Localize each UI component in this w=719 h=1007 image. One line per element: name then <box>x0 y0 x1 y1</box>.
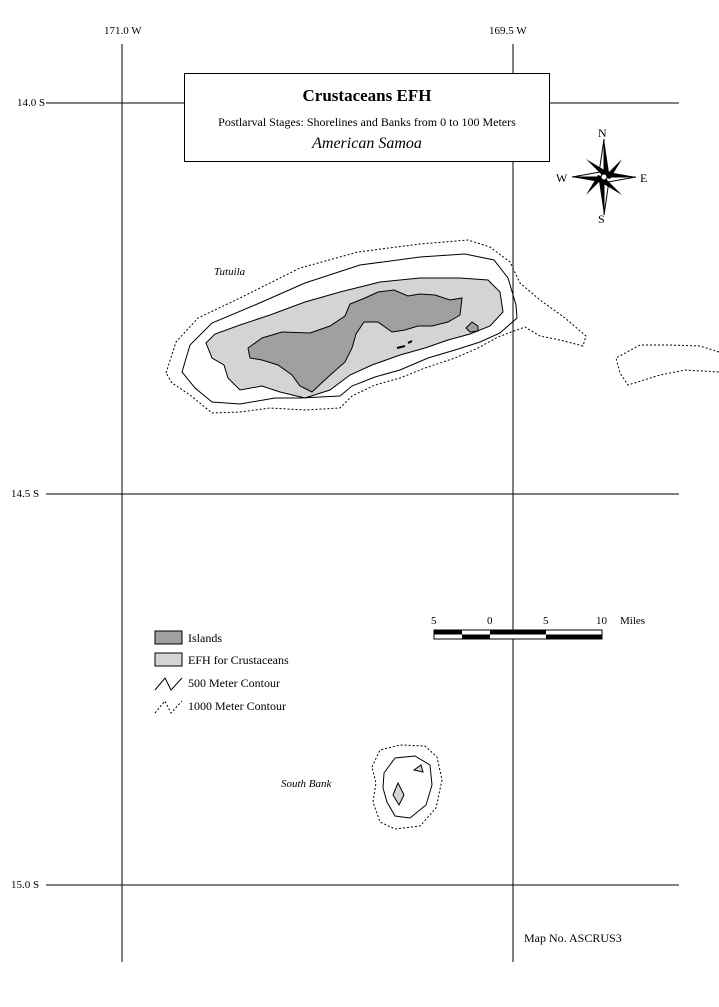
compass-north-point <box>604 139 609 177</box>
latitude-label-14-5: 14.5 S <box>11 488 39 500</box>
compass-rose-icon <box>571 138 637 216</box>
legend-1000m-contour-symbol <box>154 700 183 714</box>
longitude-label-171-0: 171.0 W <box>104 25 142 37</box>
legend-1000m-contour-label: 1000 Meter Contour <box>188 699 286 713</box>
legend-500m-contour-label: 500 Meter Contour <box>188 676 280 690</box>
latitude-label-15-0: 15.0 S <box>11 879 39 891</box>
scale-tick-label: 10 <box>596 615 608 627</box>
south-bank-efh-area-small <box>412 764 424 773</box>
tutuila-1000m-contour <box>165 239 587 414</box>
scale-unit-label: Miles <box>620 615 645 627</box>
scale-bar-segment <box>490 630 546 635</box>
compass-nw-point <box>586 159 606 177</box>
legend-islands-swatch <box>154 630 183 645</box>
map-number: Map No. ASCRUS3 <box>524 931 622 945</box>
compass-w-label: W <box>556 171 568 185</box>
tutuila-island <box>247 289 463 393</box>
compass-s-label: S <box>598 212 605 226</box>
compass-ne-point <box>604 159 622 179</box>
scale-tick-label: 0 <box>487 615 493 627</box>
latitude-label-14-0: 14.0 S <box>17 97 45 109</box>
south-bank-label: South Bank <box>281 778 333 790</box>
compass-n-label: N <box>598 126 607 140</box>
legend-efh-label: EFH for Crustaceans <box>188 653 289 667</box>
south-bank-500m-contour <box>382 755 433 819</box>
map-region: American Samoa <box>312 135 422 152</box>
longitude-label-169-5: 169.5 W <box>489 25 527 37</box>
map-subtitle: Postlarval Stages: Shorelines and Banks … <box>218 115 516 129</box>
compass-e-label: E <box>640 171 647 185</box>
scale-tick-label: 5 <box>543 615 549 627</box>
legend-efh-swatch <box>154 652 183 667</box>
aunuu-islet <box>465 321 479 333</box>
compass-south-point <box>599 177 604 215</box>
tutuila-label: Tutuila <box>214 266 246 278</box>
scale-bar-segment <box>434 630 462 635</box>
compass-sw-point <box>586 175 604 195</box>
islet-mark <box>396 345 406 349</box>
compass-se-point <box>602 177 622 195</box>
legend-500m-contour-symbol <box>154 677 183 691</box>
scale-bar <box>433 629 603 640</box>
compass-center <box>600 173 608 181</box>
south-bank-efh-area <box>392 781 405 807</box>
tutuila-500m-contour <box>181 253 518 405</box>
offshore-1000m-contour <box>615 344 719 386</box>
south-bank-1000m-contour <box>371 744 443 830</box>
legend-islands-label: Islands <box>188 631 222 645</box>
title-box: Crustaceans EFH Postlarval Stages: Shore… <box>184 73 550 162</box>
scale-tick-label: 5 <box>431 615 437 627</box>
islet-mark <box>407 340 413 344</box>
map-title: Crustaceans EFH <box>302 86 432 105</box>
scale-bar-segment <box>546 634 602 639</box>
scale-bar-segment <box>462 634 490 639</box>
